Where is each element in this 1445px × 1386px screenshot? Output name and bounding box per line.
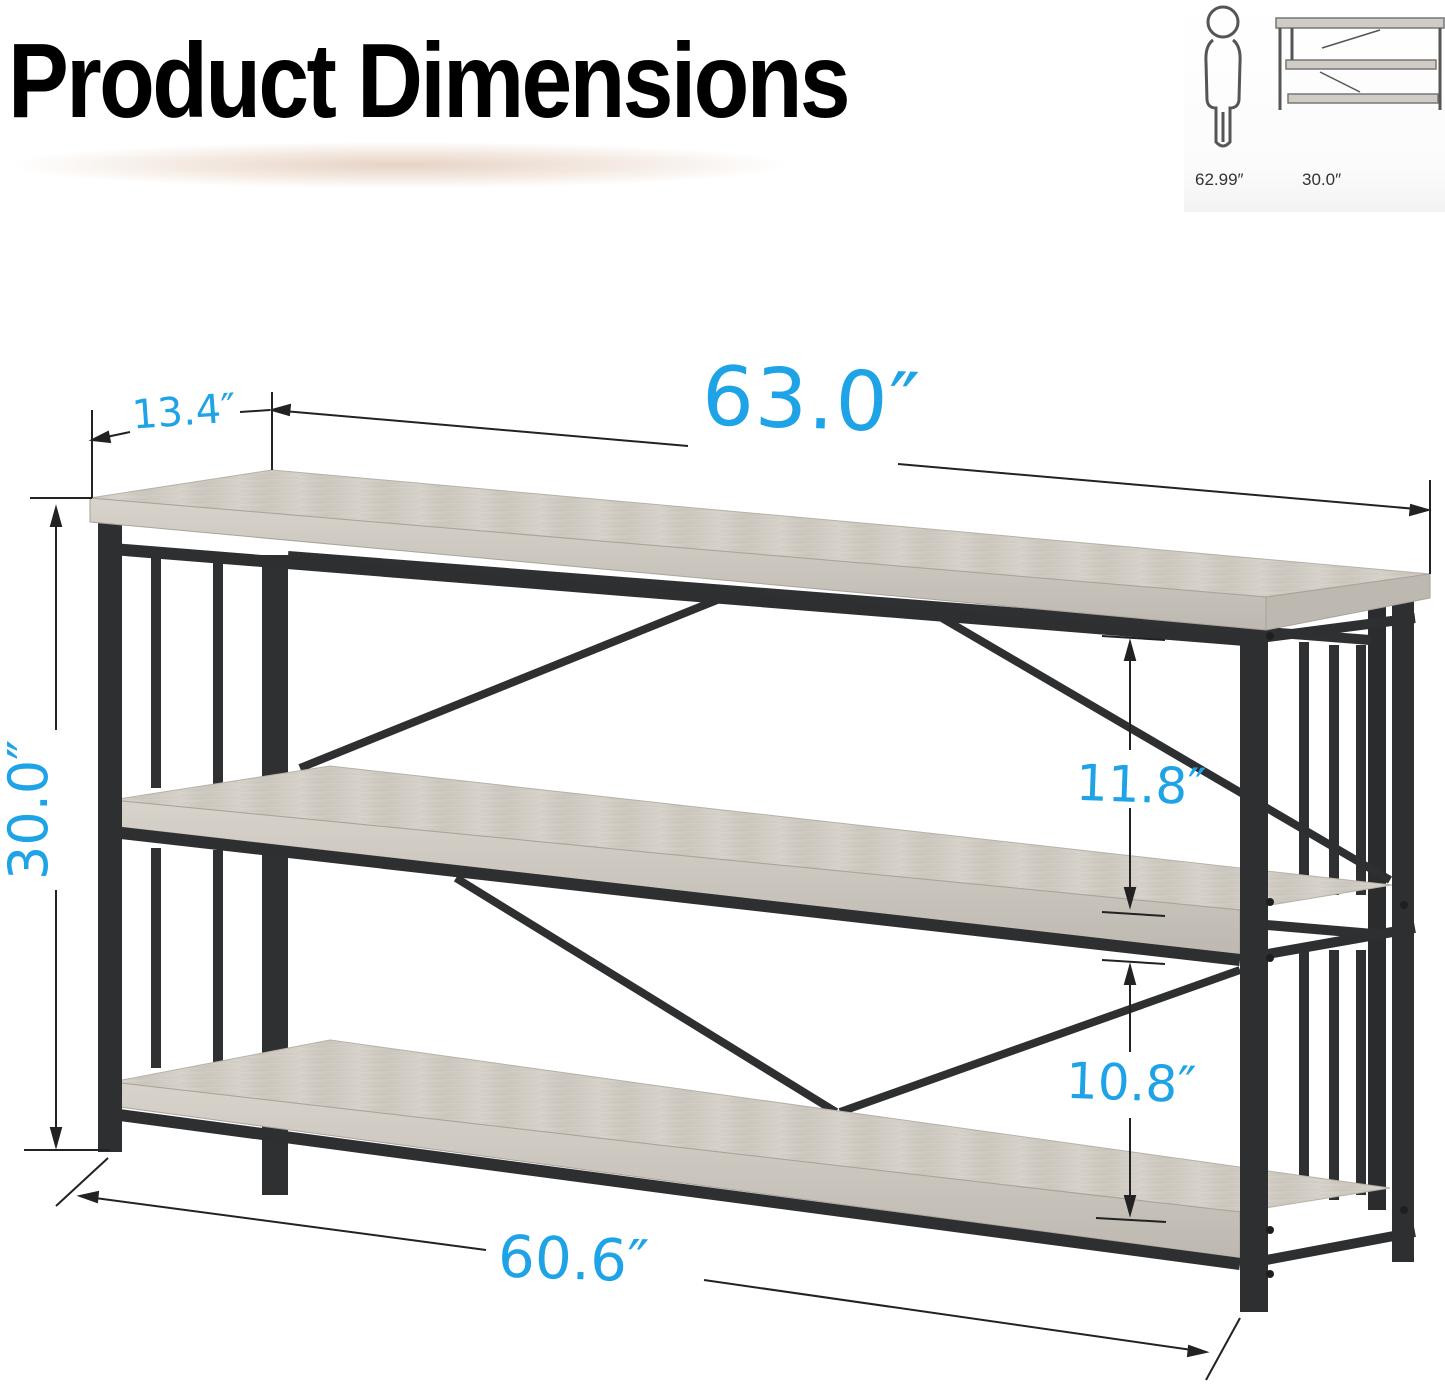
left-side-bar: [213, 552, 223, 790]
rear-right-post: [1368, 590, 1386, 1210]
left-side-bar: [213, 850, 223, 1068]
front-left-post: [98, 522, 122, 1152]
right-side-bar: [1356, 645, 1366, 895]
person-silhouette-icon: [1204, 5, 1242, 148]
base-width-label: 60.6″: [496, 1222, 650, 1296]
upper-shelf-gap-label: 11.8″: [1075, 753, 1207, 817]
left-side-bar: [151, 548, 161, 788]
page-title: Product Dimensions: [8, 22, 851, 140]
left-side-bar: [151, 848, 161, 1068]
right-side-bar: [1329, 645, 1339, 895]
right-side-bar: [1356, 950, 1366, 1195]
dimension-lines: [24, 392, 1432, 1381]
lower-shelf-gap-label: 10.8″: [1065, 1051, 1197, 1115]
front-right-post: [1240, 630, 1268, 1312]
upper-cross-brace: [939, 614, 1393, 884]
depth-label: 13.4″: [130, 385, 238, 439]
mini-shelf-icon: [1275, 17, 1445, 110]
mini-shelf-height-label: 30.0″: [1302, 170, 1342, 189]
console-shelf: [89, 469, 1431, 1312]
overall-height-label: 30.0″: [0, 739, 60, 880]
back-right-post: [1392, 598, 1414, 1262]
top-shelf-side: [1265, 573, 1431, 631]
person-height-label: 62.99″: [1195, 170, 1244, 189]
bolts: [1266, 632, 1408, 1278]
overall-width-label: 63.0″: [700, 349, 922, 452]
right-side-bar: [1299, 948, 1309, 1198]
right-side-bar: [1299, 642, 1309, 892]
title-underline-shadow: [14, 142, 784, 188]
right-side-bar: [1329, 950, 1339, 1200]
lower-cross-brace: [838, 966, 1242, 1116]
upper-cross-brace: [298, 594, 724, 772]
lower-cross-brace: [453, 874, 839, 1116]
